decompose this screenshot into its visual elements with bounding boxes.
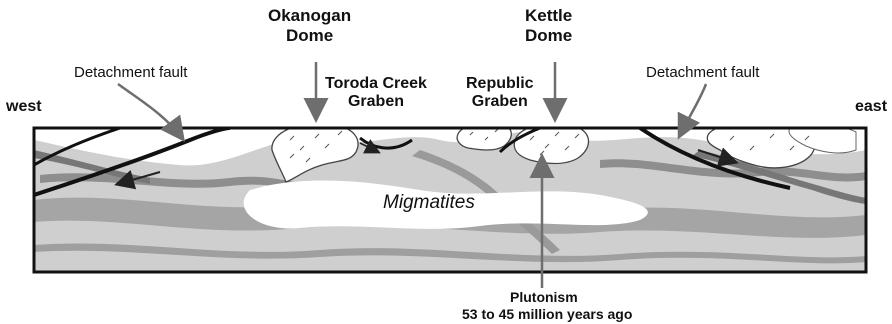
west-label: west: [6, 98, 42, 116]
plutonism-age-label: 53 to 45 million years ago: [462, 306, 632, 322]
detachment-fault-left-label: Detachment fault: [74, 64, 187, 81]
east-label: east: [855, 98, 887, 116]
plutonism-label: Plutonism: [510, 289, 578, 305]
detachment-fault-right-label: Detachment fault: [646, 64, 759, 81]
migmatites-label: Migmatites: [383, 192, 475, 214]
